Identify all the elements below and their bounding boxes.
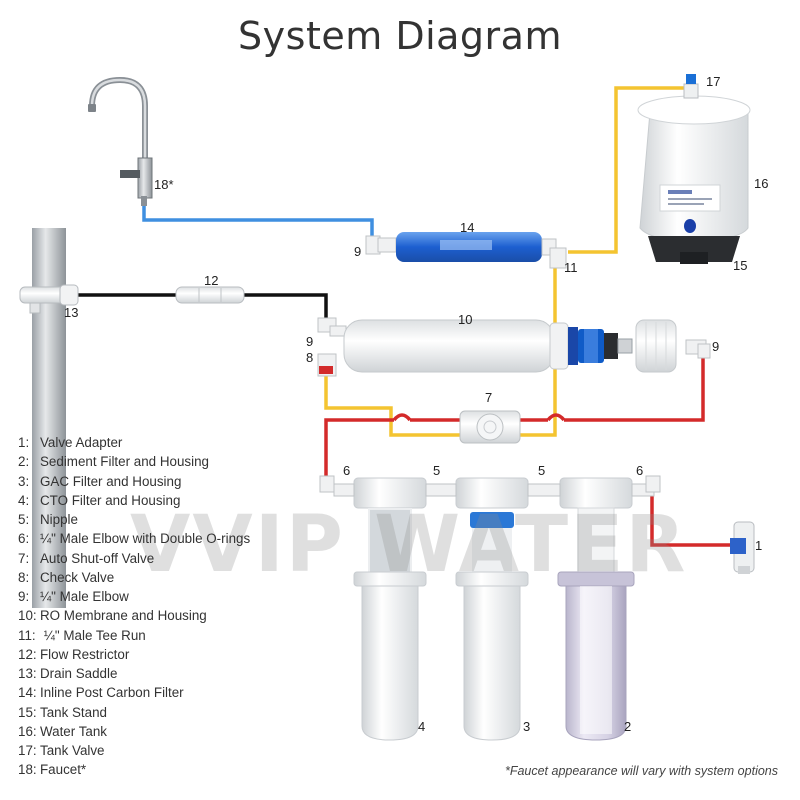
callout-11: 11 <box>564 260 578 275</box>
callout-1: 1 <box>755 538 762 553</box>
callout-9b: 9 <box>306 334 313 349</box>
callout-7: 7 <box>485 390 492 405</box>
callout-15: 15 <box>733 258 747 273</box>
legend-item: 14:Inline Post Carbon Filter <box>18 685 184 701</box>
ro-housing-cap <box>635 319 677 373</box>
callout-3: 3 <box>523 719 530 734</box>
parts-legend: 1:Valve Adapter 2:Sediment Filter and Ho… <box>18 433 250 780</box>
blue-tubing <box>142 205 374 238</box>
callout-6a: 6 <box>343 463 350 478</box>
callout-13: 13 <box>64 305 78 320</box>
page-title: System Diagram <box>238 14 562 58</box>
callout-8: 8 <box>306 350 313 365</box>
faucet <box>88 76 153 206</box>
legend-item: 11: ¼" Male Tee Run <box>18 627 146 643</box>
legend-item: 17:Tank Valve <box>18 743 105 758</box>
legend-item: 13:Drain Saddle <box>18 666 118 681</box>
legend-item: 15:Tank Stand <box>18 704 107 720</box>
cto-filter-housing <box>353 477 427 741</box>
callout-10: 10 <box>458 312 472 327</box>
legend-item: 6:¼" Male Elbow with Double O-rings <box>18 531 251 547</box>
legend-item: 7:Auto Shut-off Valve <box>18 550 155 566</box>
legend-item: 12:Flow Restrictor <box>18 646 130 662</box>
callout-17: 17 <box>706 74 720 89</box>
watermark: VVIP WATER <box>130 500 688 590</box>
yellow-tubing <box>324 86 688 437</box>
legend-item: 3:GAC Filter and Housing <box>18 473 182 489</box>
legend-item: 1:Valve Adapter <box>18 435 123 450</box>
housing-fittings <box>319 475 661 497</box>
callout-9c: 9 <box>712 339 719 354</box>
legend-item: 9:¼" Male Elbow <box>18 589 129 604</box>
auto-shutoff-valve <box>459 410 521 444</box>
callout-16: 16 <box>754 176 768 191</box>
callout-labels: 18* 17 16 15 14 9 11 12 13 10 9 8 9 7 6 … <box>64 74 768 734</box>
legend-item: 16:Water Tank <box>18 723 107 739</box>
callout-4: 4 <box>418 719 425 734</box>
legend-item: 5:Nipple <box>18 512 78 527</box>
black-tubing <box>78 293 328 318</box>
callout-2: 2 <box>624 719 631 734</box>
callout-5b: 5 <box>538 463 545 478</box>
drain-pipe <box>19 228 79 608</box>
callout-9a: 9 <box>354 244 361 259</box>
callout-6b: 6 <box>636 463 643 478</box>
footnote: *Faucet appearance will vary with system… <box>504 764 778 778</box>
legend-item: 2:Sediment Filter and Housing <box>18 454 209 470</box>
callout-12: 12 <box>204 273 218 288</box>
flow-restrictor <box>175 286 245 304</box>
callout-14: 14 <box>460 220 474 235</box>
legend-item: 4:CTO Filter and Housing <box>18 492 181 508</box>
water-tank <box>637 95 751 243</box>
legend-item: 18:Faucet* <box>18 762 87 778</box>
ro-membrane-housing <box>317 317 633 377</box>
gac-filter-housing <box>455 477 529 741</box>
tank-valve <box>683 74 699 99</box>
ro-cap-elbow <box>685 339 711 359</box>
tank-stand <box>648 236 740 264</box>
sediment-filter-housing <box>557 477 635 741</box>
red-tubing <box>324 353 738 547</box>
callout-5a: 5 <box>433 463 440 478</box>
legend-item: 10:RO Membrane and Housing <box>18 608 207 624</box>
legend-item: 8:Check Valve <box>18 569 115 585</box>
callout-18: 18* <box>154 177 174 192</box>
valve-adapter <box>730 521 755 574</box>
inline-post-carbon-filter <box>365 232 567 269</box>
